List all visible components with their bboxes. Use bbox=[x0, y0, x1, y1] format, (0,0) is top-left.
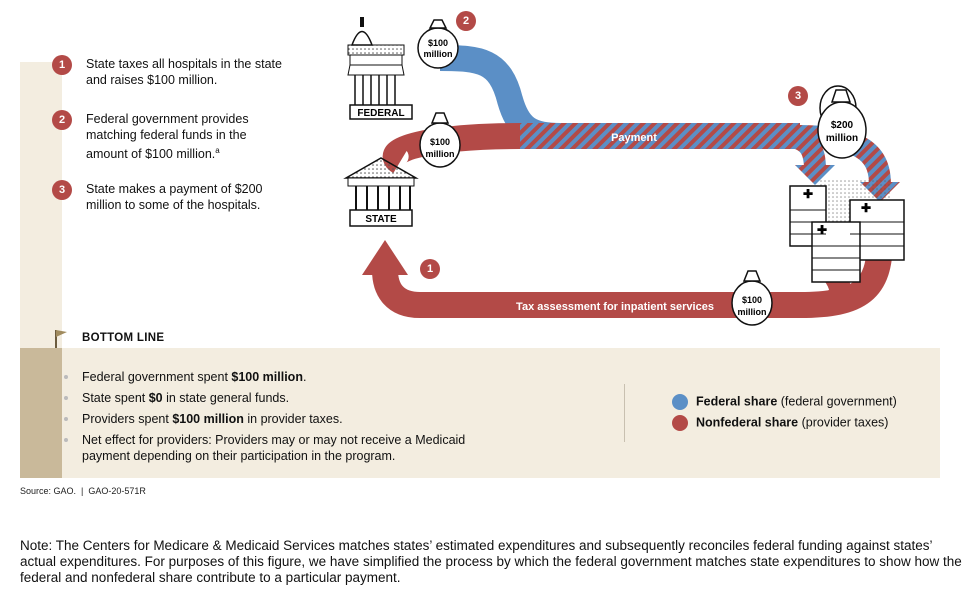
payment-band-red-left bbox=[382, 123, 521, 174]
sidebar-strip bbox=[20, 62, 62, 348]
bullet-marker bbox=[64, 375, 68, 379]
bottom-line-sidebar bbox=[20, 348, 62, 478]
svg-text:$100: $100 bbox=[428, 38, 448, 48]
hospitals: ✚ ✚ ✚ bbox=[789, 180, 905, 283]
svg-text:$200: $200 bbox=[831, 120, 854, 131]
bullet-marker bbox=[64, 396, 68, 400]
svg-text:$100: $100 bbox=[430, 137, 450, 147]
money-bag-federal: $100 million bbox=[417, 19, 459, 69]
step-text: Federal government provides matching fed… bbox=[86, 112, 249, 162]
step-number: 1 bbox=[52, 55, 72, 75]
svg-text:✚: ✚ bbox=[861, 201, 871, 215]
money-bag-payment: $200 million bbox=[817, 85, 867, 159]
flow-diagram: FEDERAL STATE $100 million $100 million … bbox=[343, 17, 905, 326]
svg-text:million: million bbox=[826, 133, 858, 144]
bullet-marker bbox=[64, 417, 68, 421]
legend-federal: Federal share (federal government) bbox=[672, 394, 897, 410]
svg-text:million: million bbox=[426, 149, 455, 159]
step-text: State makes a payment of $200 million to… bbox=[86, 182, 263, 212]
legend-nonfederal: Nonfederal share (provider taxes) bbox=[672, 415, 888, 431]
figure-note: Note: The Centers for Medicare & Medicai… bbox=[20, 538, 962, 585]
step-text: State taxes all hospitals in the state a… bbox=[86, 57, 282, 87]
diagram-badge-1: 1 bbox=[420, 259, 440, 279]
legend-divider bbox=[624, 384, 625, 442]
payment-label: Payment bbox=[611, 132, 657, 144]
federal-swatch bbox=[672, 394, 688, 410]
svg-text:✚: ✚ bbox=[817, 223, 827, 237]
source-line: Source: GAO. | GAO-20-571R bbox=[20, 486, 146, 496]
bottom-line-item: Providers spent $100 million in provider… bbox=[82, 412, 343, 426]
bottom-line-item: State spent $0 in state general funds. bbox=[82, 391, 290, 405]
diagram-badge-3: 3 bbox=[788, 86, 808, 106]
step-number: 3 bbox=[52, 180, 72, 200]
tax-arrowhead bbox=[362, 240, 408, 275]
payment-arrowhead-a bbox=[795, 165, 835, 185]
svg-text:million: million bbox=[424, 49, 453, 59]
bottom-line-item: Net effect for providers: Providers may … bbox=[82, 433, 466, 463]
svg-text:$100: $100 bbox=[742, 295, 762, 305]
state-label: STATE bbox=[365, 214, 397, 225]
money-bag-state: $100 million bbox=[419, 112, 461, 168]
svg-text:million: million bbox=[738, 307, 767, 317]
state-building: STATE bbox=[343, 157, 419, 227]
flag-icon bbox=[54, 328, 68, 348]
svg-text:✚: ✚ bbox=[803, 187, 813, 201]
bullet-marker bbox=[64, 438, 68, 442]
federal-label: FEDERAL bbox=[357, 108, 404, 119]
footnote-marker: a bbox=[215, 146, 220, 155]
tax-label: Tax assessment for inpatient services bbox=[516, 301, 714, 313]
diagram-badge-2: 2 bbox=[456, 11, 476, 31]
bottom-line-panel bbox=[20, 348, 940, 478]
bottom-line-item: Federal government spent $100 million. bbox=[82, 370, 307, 384]
bottom-line-heading: BOTTOM LINE bbox=[82, 332, 165, 344]
capitol-building: FEDERAL bbox=[347, 17, 413, 120]
nonfederal-swatch bbox=[672, 415, 688, 431]
step-number: 2 bbox=[52, 110, 72, 130]
money-bag-tax: $100 million bbox=[731, 270, 773, 326]
